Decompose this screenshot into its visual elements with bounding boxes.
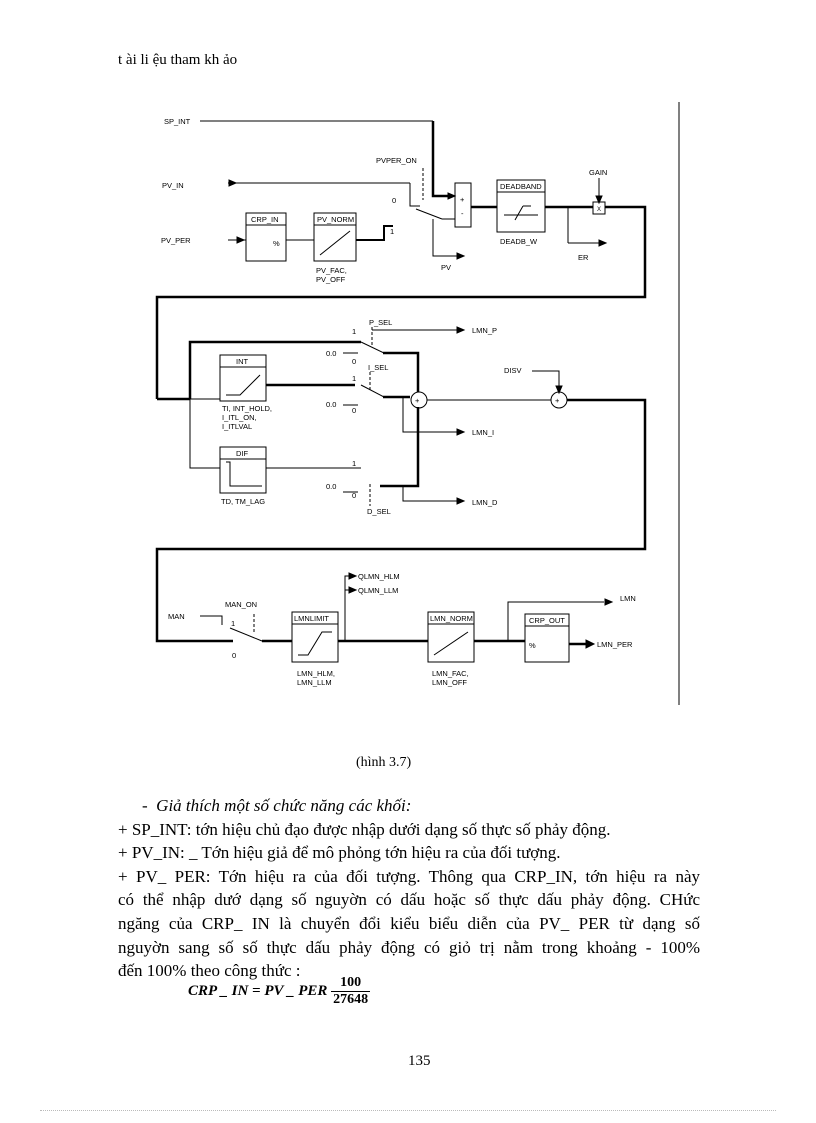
label-pv-off: PV_OFF	[316, 275, 346, 284]
block-deadband-title: DEADBAND	[500, 182, 542, 191]
block-int-title: INT	[236, 357, 249, 366]
label-lmn-d: LMN_D	[472, 498, 498, 507]
label-er: ER	[578, 253, 589, 262]
label-pv-in: PV_IN	[162, 181, 184, 190]
switch-i-pos1: 1	[352, 374, 356, 383]
label-i-sel: I_SEL	[368, 363, 388, 372]
sum-disv-symbol: +	[555, 396, 560, 405]
label-int-param2: I_ITL_ON,	[222, 413, 257, 422]
label-deadb-w: DEADB_W	[500, 237, 538, 246]
text-line: ngăng của CRP_ IN là chuyển đổi kiểu biể…	[118, 913, 700, 933]
formula-fraction: 100 27648	[331, 975, 371, 1008]
page-footer-divider	[40, 1110, 776, 1111]
body-text: - Giả thích một số chức năng các khối: +…	[118, 794, 700, 983]
block-crp-in-title: CRP_IN	[251, 215, 279, 224]
switch-man-pos0: 0	[232, 651, 236, 660]
label-p-zero-value: 0.0	[326, 349, 336, 358]
block-gain-symbol: X	[597, 207, 601, 213]
label-int-param1: TI, INT_HOLD,	[222, 404, 272, 413]
label-pv: PV	[441, 263, 451, 272]
switch-p-pos0: 0	[352, 357, 356, 366]
label-lmn-off: LMN_OFF	[432, 678, 467, 687]
sum-pid-symbol: +	[415, 396, 420, 405]
label-d-sel: D_SEL	[367, 507, 391, 516]
block-pv-norm-title: PV_NORM	[317, 215, 354, 224]
label-pvper-on: PVPER_ON	[376, 156, 417, 165]
formula-lhs: CRP _ IN = PV _ PER	[188, 982, 328, 999]
label-int-param3: I_ITLVAL	[222, 422, 252, 431]
switch-d-pos0: 0	[352, 491, 356, 500]
label-lmn-llm: LMN_LLM	[297, 678, 332, 687]
switch1-pos0: 0	[392, 196, 396, 205]
label-p-sel: P_SEL	[369, 318, 392, 327]
label-disv: DISV	[504, 366, 522, 375]
formula-denominator: 27648	[333, 992, 369, 1007]
label-lmn-i: LMN_I	[472, 428, 494, 437]
label-lmn-p: LMN_P	[472, 326, 497, 335]
bullet-heading: - Giả thích một số chức năng các khối:	[142, 796, 412, 815]
label-lmn-per: LMN_PER	[597, 640, 633, 649]
label-lmn-fac: LMN_FAC,	[432, 669, 469, 678]
block-crp-out-symbol: %	[529, 641, 536, 650]
label-gain: GAIN	[589, 168, 607, 177]
formula-numerator: 100	[331, 975, 371, 992]
block-lmn-norm-title: LMN_NORM	[430, 614, 473, 623]
switch-i-pos0: 0	[352, 406, 356, 415]
page-number: 135	[408, 1053, 431, 1069]
label-man-on: MAN_ON	[225, 600, 257, 609]
block-crp-in-symbol: %	[273, 239, 280, 248]
text-line-sp-int: + SP_INT: tớn hiệu chủ đạo được nhập dướ…	[118, 819, 611, 839]
label-lmn: LMN	[620, 594, 636, 603]
sum-minus: -	[461, 209, 464, 218]
switch1-pos1: 1	[390, 227, 394, 236]
text-line: có thể nhập dướ dạng số nguyờn có dấu ho…	[118, 890, 700, 910]
block-crp-out-title: CRP_OUT	[529, 616, 565, 625]
switch-d-pos1: 1	[352, 459, 356, 468]
switch-p-pos1: 1	[352, 327, 356, 336]
block-dif-title: DIF	[236, 449, 249, 458]
text-line-pv-per: + PV_ PER: Tớn hiệu ra của đối tượng. Th…	[118, 866, 700, 886]
sum-plus: +	[460, 195, 465, 204]
label-i-zero-value: 0.0	[326, 400, 336, 409]
label-lmn-hlm: LMN_HLM,	[297, 669, 335, 678]
formula: CRP _ IN = PV _ PER 100 27648	[188, 975, 371, 1008]
label-dif-param: TD, TM_LAG	[221, 497, 265, 506]
label-man: MAN	[168, 612, 185, 621]
switch-man-pos1: 1	[231, 619, 235, 628]
label-pv-per: PV_PER	[161, 236, 191, 245]
text-line-pv-in: + PV_IN: _ Tớn hiệu giả để mô phỏng tớn …	[118, 843, 561, 863]
text-line: đến 100% theo công thức :	[118, 961, 301, 981]
label-sp-int: SP_INT	[164, 117, 191, 126]
block-lmnlimit-title: LMNLIMIT	[294, 614, 329, 623]
page-header: t ài li ệu tham kh ảo	[118, 52, 238, 68]
label-qlmn-llm: QLMN_LLM	[358, 586, 398, 595]
pid-block-diagram: SP_INT PVPER_ON PV_IN PV_PER CRP_IN % PV…	[155, 102, 680, 705]
label-qlmn-hlm: QLMN_HLM	[358, 572, 400, 581]
label-d-zero-value: 0.0	[326, 482, 336, 491]
label-pv-fac: PV_FAC,	[316, 266, 347, 275]
heading-text: Giả thích một số chức năng các khối:	[156, 796, 412, 815]
text-line: nguyờn sang số số thực dấu phảy động có …	[118, 937, 700, 957]
figure-caption: (hình 3.7)	[356, 755, 412, 770]
